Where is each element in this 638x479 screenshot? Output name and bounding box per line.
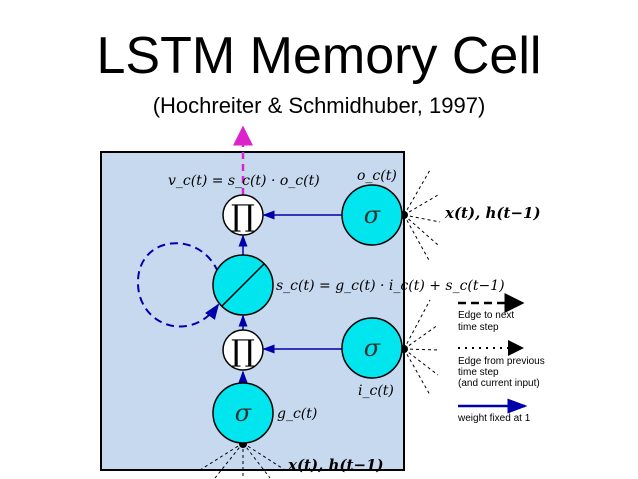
svg-text:∏: ∏ <box>231 334 255 369</box>
svg-text:time step: time step <box>458 367 499 378</box>
memory-state-node <box>212 254 274 316</box>
input-node-label: g_c(t) <box>277 406 317 422</box>
output-equation: v_c(t) = s_c(t) · o_c(t) <box>168 173 320 189</box>
svg-text:Edge from previous: Edge from previous <box>458 356 545 367</box>
svg-text:σ: σ <box>364 201 381 229</box>
input-node: σ <box>212 382 274 444</box>
svg-text:σ: σ <box>364 334 381 362</box>
output-gate-node: σ <box>341 184 403 246</box>
output-product-node: ∏ <box>222 194 264 236</box>
svg-text:Edge to next: Edge to next <box>458 310 514 321</box>
input-right-label: x(t), h(t−1) <box>444 204 541 222</box>
svg-text:time step: time step <box>458 322 499 333</box>
legend: Edge to next time step Edge from previou… <box>457 293 545 424</box>
svg-text:∏: ∏ <box>231 199 255 234</box>
input-gate-node: σ <box>341 317 403 379</box>
svg-text:(and current input): (and current input) <box>458 378 540 389</box>
input-gate-label: i_c(t) <box>358 383 394 399</box>
title: LSTM Memory Cell <box>96 27 542 85</box>
input-bottom-label: x(t), h(t−1) <box>287 456 384 474</box>
state-equation: s_c(t) = g_c(t) · i_c(t) + s_c(t−1) <box>276 278 505 294</box>
output-gate-label: o_c(t) <box>357 168 397 184</box>
subtitle: (Hochreiter & Schmidhuber, 1997) <box>152 93 486 118</box>
input-product-node: ∏ <box>222 329 264 371</box>
svg-text:σ: σ <box>235 399 252 427</box>
svg-text:weight fixed at 1: weight fixed at 1 <box>457 413 531 424</box>
